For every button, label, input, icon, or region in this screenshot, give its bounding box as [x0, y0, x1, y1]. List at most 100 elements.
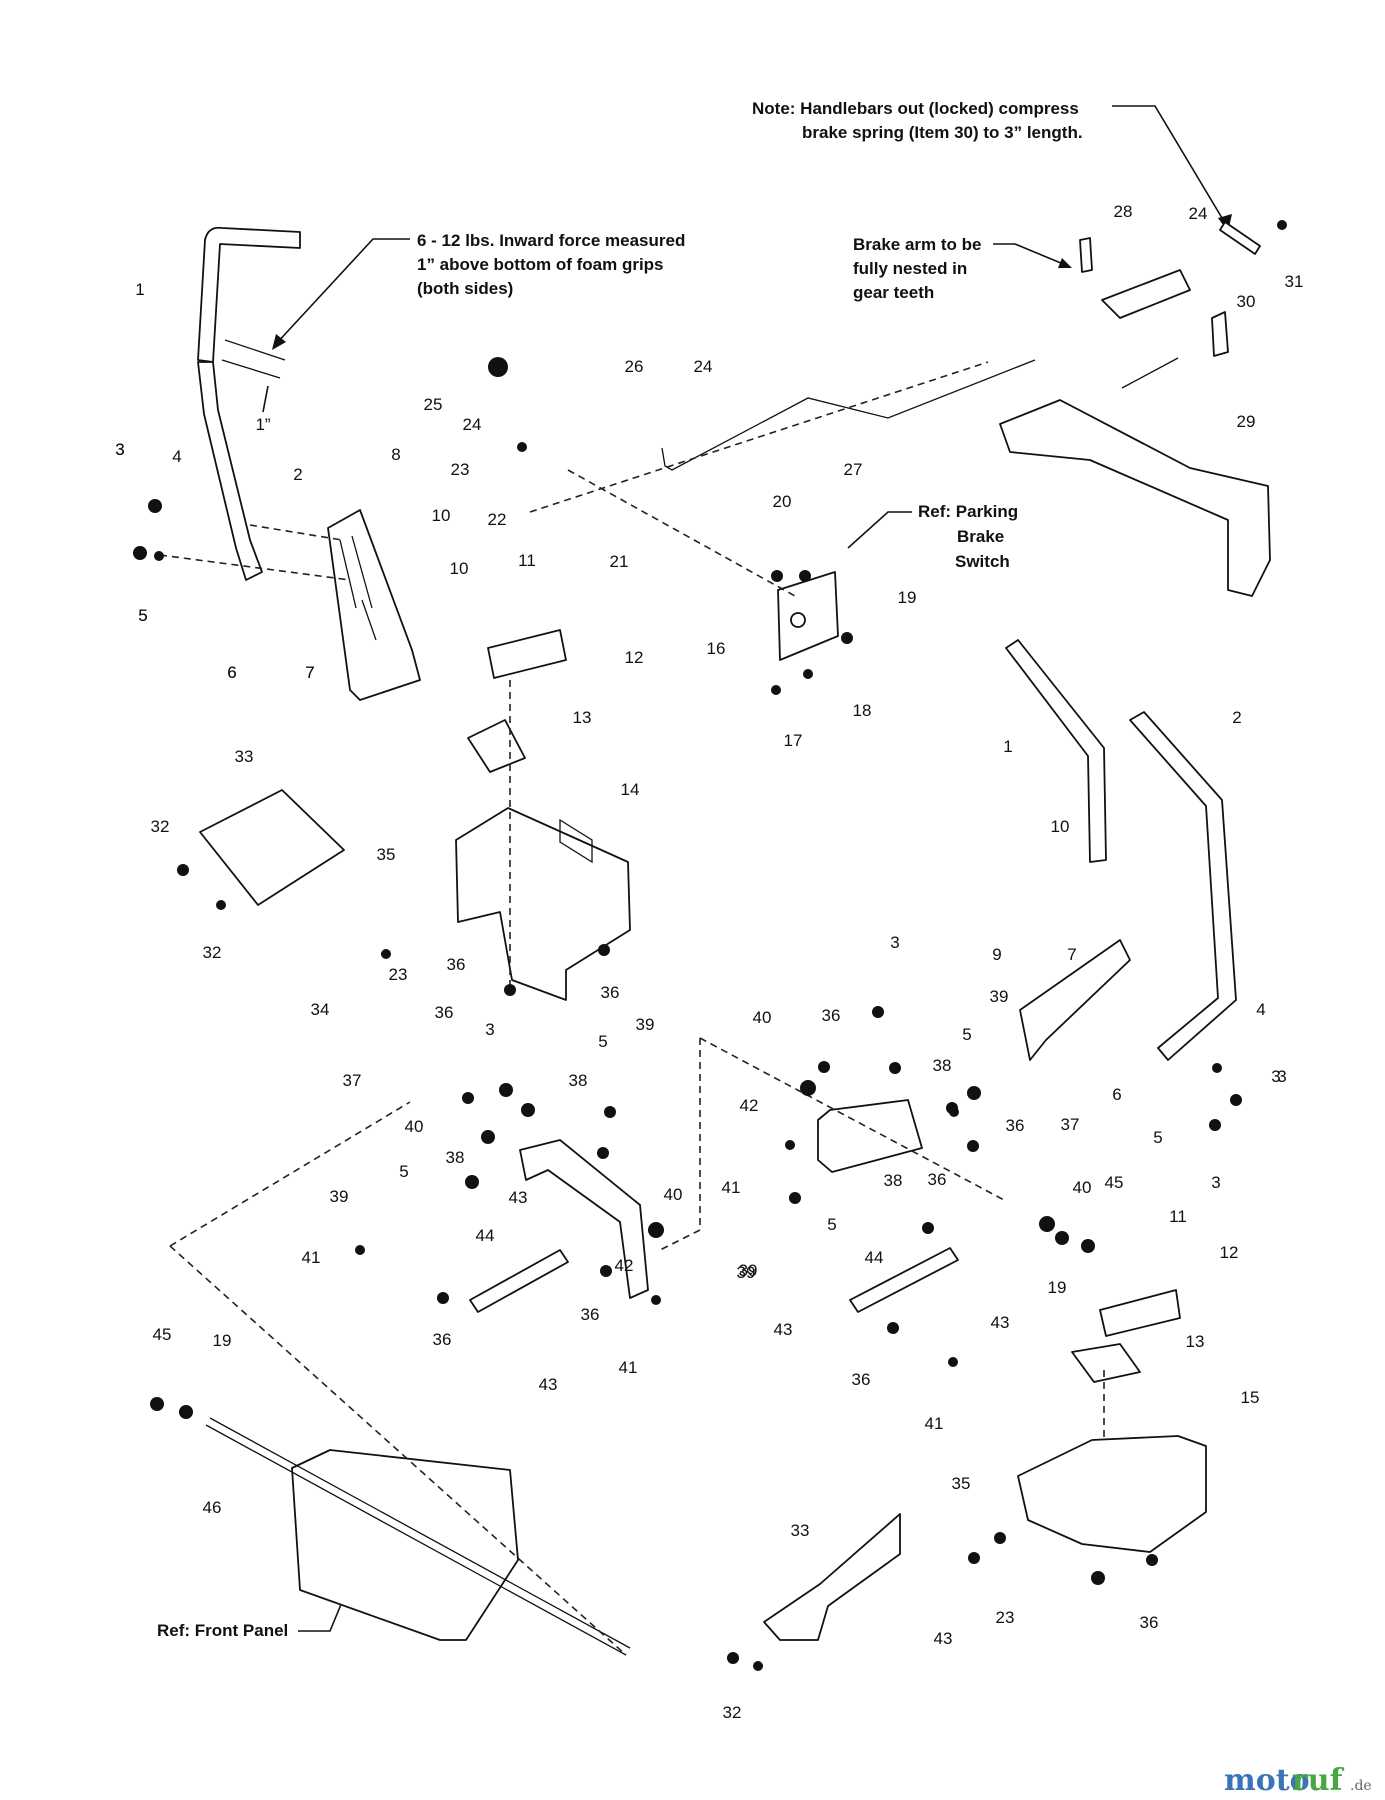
callout-5: 5 [138, 606, 147, 625]
nut-36 [922, 1222, 934, 1234]
nut-32 [727, 1652, 739, 1664]
washer-38 [949, 1107, 959, 1117]
callout-39: 39 [990, 987, 1009, 1006]
callout-11: 11 [518, 551, 536, 570]
frame-ref [999, 399, 1271, 597]
callout-4: 4 [1256, 1000, 1265, 1019]
force-note-line-1: 6 - 12 lbs. Inward force measured [417, 231, 685, 250]
callout-10: 10 [450, 559, 469, 578]
washer-23 [968, 1552, 980, 1564]
bolt-20 [771, 570, 783, 582]
callout-39: 39 [330, 1187, 349, 1206]
callout-43: 43 [539, 1375, 558, 1394]
cover-33-left [199, 789, 345, 906]
nut-41 [948, 1357, 958, 1367]
brake-arm-line-3: gear teeth [853, 283, 934, 302]
bracket-8-body [327, 509, 421, 701]
parking-line-3: Switch [955, 552, 1010, 571]
force-measure-line-bottom [221, 359, 281, 379]
callout-5: 5 [138, 606, 147, 625]
nut-36 [437, 1292, 449, 1304]
nut-3 [499, 1083, 513, 1097]
callout-23: 23 [451, 460, 470, 479]
callout-27: 27 [844, 460, 863, 479]
callout-36: 36 [1006, 1116, 1025, 1135]
nut-3 [1230, 1094, 1242, 1106]
brake-rod-path [661, 359, 1036, 471]
nut-17 [803, 669, 813, 679]
callout-5: 5 [598, 1032, 607, 1051]
brake-pawl-right [1211, 311, 1229, 357]
washer-5 [967, 1086, 981, 1100]
callout-13: 13 [1186, 1332, 1205, 1351]
front-panel-ref [205, 1417, 631, 1656]
callout-46: 46 [203, 1498, 222, 1517]
callout-13: 13 [573, 708, 592, 727]
callout-44: 44 [476, 1226, 495, 1245]
nut-32 [216, 900, 226, 910]
callout-23: 23 [996, 1608, 1015, 1627]
callout-41: 41 [722, 1178, 741, 1197]
callout-23: 23 [389, 965, 408, 984]
callout-14: 14 [621, 780, 640, 799]
nut-17 [771, 685, 781, 695]
callout-3: 3 [1211, 1173, 1220, 1192]
callout-10: 10 [1051, 817, 1070, 836]
callout-7: 7 [305, 663, 314, 682]
housing-14-body [455, 807, 631, 1001]
spring-29 [1121, 357, 1179, 389]
callout-25: 25 [424, 395, 443, 414]
callout-39: 39 [636, 1015, 655, 1034]
callout-12: 12 [1220, 1243, 1239, 1262]
brake-arm-leader [993, 243, 1069, 267]
callout-36: 36 [447, 955, 466, 974]
callout-38: 38 [569, 1071, 588, 1090]
spacer-40 [481, 1130, 495, 1144]
washer-5 [789, 1192, 801, 1204]
callout-41: 41 [925, 1414, 944, 1433]
nut-32 [753, 1661, 763, 1671]
callout-19: 19 [1048, 1278, 1067, 1297]
damper-44-left [469, 1249, 569, 1313]
nut-32 [177, 864, 189, 876]
bracket-8-slots [339, 535, 377, 641]
nut-3 [1209, 1119, 1221, 1131]
washer-23 [381, 949, 391, 959]
clip-13-upper [467, 719, 526, 773]
callout-3: 3 [890, 933, 899, 952]
callout-15: 15 [1241, 1388, 1260, 1407]
front-panel-label: Ref: Front Panel [157, 1621, 288, 1640]
washer-19 [1055, 1231, 1069, 1245]
motoruf-watermark: moto ruf .de [1224, 1763, 1372, 1798]
callout-5: 5 [827, 1215, 836, 1234]
callout-34: 34 [311, 1000, 330, 1019]
brake-arm-line-1: Brake arm to be [853, 235, 982, 254]
watermark-part-3: .de [1350, 1778, 1372, 1794]
handlebar-note-line-2: brake spring (Item 30) to 3” length. [802, 123, 1083, 142]
callout-4: 4 [172, 447, 181, 466]
nut-36 [600, 1265, 612, 1277]
callout-36: 36 [822, 1006, 841, 1025]
brake-arm-arrowhead [1058, 258, 1072, 268]
callout-19: 19 [898, 588, 917, 607]
washer [154, 551, 164, 561]
callout-43: 43 [774, 1320, 793, 1339]
callout-6: 6 [227, 663, 236, 682]
callout-22: 22 [488, 510, 507, 529]
bracket-12-upper [487, 629, 567, 679]
nut-36 [597, 1147, 609, 1159]
clip-13-lower [1071, 1343, 1141, 1383]
washer-5 [465, 1175, 479, 1189]
callout-2: 2 [1232, 708, 1241, 727]
callout-7: 7 [1067, 945, 1076, 964]
callout-24: 24 [694, 357, 713, 376]
force-note-line-2: 1” above bottom of foam grips [417, 255, 664, 274]
measure-1in-leader [262, 385, 269, 413]
callout-45: 45 [153, 1325, 172, 1344]
callout-1: 1 [1003, 737, 1012, 756]
callout-16: 16 [707, 639, 726, 658]
left-shaft-assembly [469, 1139, 649, 1313]
callout-36: 36 [433, 1330, 452, 1349]
